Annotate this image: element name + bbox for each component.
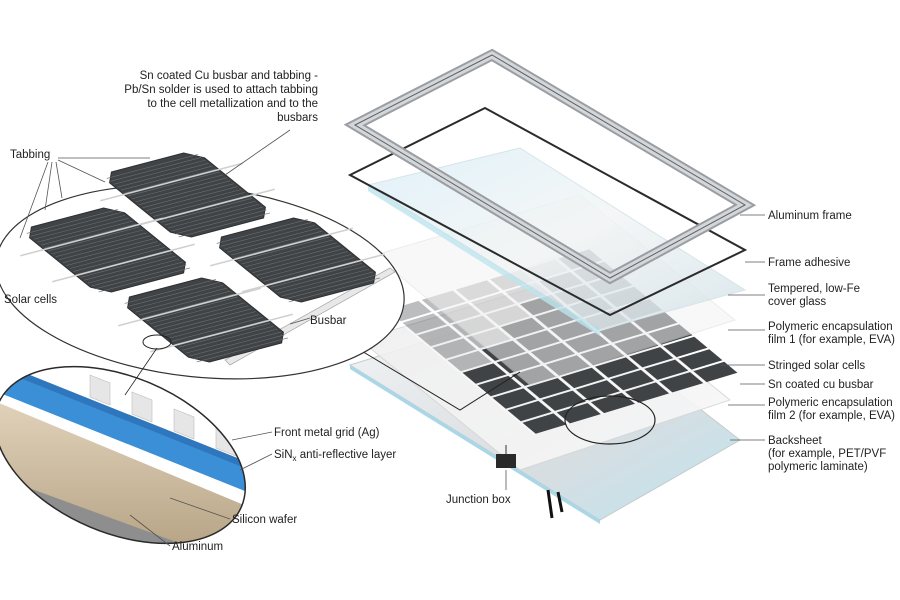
backsheet-label-3: polymeric laminate) <box>768 461 868 473</box>
module-cell <box>556 403 601 424</box>
grid-finger <box>300 460 320 490</box>
module-cell <box>526 378 571 399</box>
module-cell <box>595 357 640 378</box>
module-cell <box>560 367 605 389</box>
tabbing-note-line-1: Sn coated Cu busbar and tabbing - <box>140 70 319 82</box>
grid-finger <box>89 374 111 406</box>
cover-glass-label-1: Tempered, low-Fe <box>768 283 860 295</box>
tabbing-ribbon <box>52 243 195 283</box>
encap2-label-2: film 2 (for example, EVA) <box>768 410 895 422</box>
labels: Sn coated Cu busbar and tabbing - Pb/Sn … <box>4 70 895 553</box>
module-cell <box>402 313 447 334</box>
module-cell <box>610 369 655 391</box>
zoom-solar-cell <box>109 152 266 238</box>
tabbing-label: Tabbing <box>10 149 50 161</box>
module-cell <box>693 361 738 383</box>
module-cell <box>644 359 689 380</box>
module-cell <box>541 390 586 411</box>
backsheet-label-2: (for example, PET/PVF <box>768 448 886 460</box>
tabbing-ribbon <box>20 217 163 257</box>
module-cell <box>447 350 492 372</box>
junction-box <box>359 349 564 519</box>
encap1-label-2: film 1 (for example, EVA) <box>768 334 895 346</box>
module-cell <box>477 375 522 397</box>
encap2-label-1: Polymeric encapsulation <box>768 397 893 409</box>
grid-finger <box>173 408 195 440</box>
frame-adhesive-label: Frame adhesive <box>768 257 850 269</box>
backsheet-label-1: Backsheet <box>768 435 823 447</box>
module-cell <box>629 347 674 368</box>
module-cell <box>575 380 620 401</box>
tabbing-note-line-4: busbars <box>277 112 318 124</box>
tabbing-ribbon <box>210 227 353 267</box>
sn-busbar-label: Sn coated cu busbar <box>768 379 874 391</box>
tabbing-ribbon <box>118 287 261 327</box>
tabbing-ribbon <box>150 313 293 353</box>
aluminum-frame-label: Aluminum frame <box>768 210 852 222</box>
junction-box-label: Junction box <box>446 494 511 506</box>
zoom-solar-cell <box>219 217 376 303</box>
frame-adhesive-layer <box>347 106 748 317</box>
module-cell <box>678 349 723 370</box>
sinx-label: SiNx anti-reflective layer <box>274 449 396 463</box>
zoom-solar-cell <box>29 207 186 293</box>
silicon-wafer-label: Silicon wafer <box>232 514 297 526</box>
busbar-label: Busbar <box>310 315 347 327</box>
tabbing-ribbon <box>242 253 385 293</box>
aluminum-label: Aluminum <box>172 541 223 553</box>
solar-cells-label: Solar cells <box>4 294 57 306</box>
aluminum-frame-layer <box>343 48 757 285</box>
module-cell <box>432 338 477 359</box>
sinx-layer <box>0 360 272 505</box>
leader-lines <box>19 129 765 547</box>
cover-glass-label-2: cover glass <box>768 296 826 308</box>
module-cell <box>663 336 708 358</box>
zoom-solar-cell <box>127 277 284 363</box>
tabbing-ribbon <box>100 162 243 202</box>
module-cell <box>507 400 552 422</box>
tabbing-note-line-3: to the cell metallization and to the <box>147 98 318 110</box>
module-cell <box>462 363 507 384</box>
grid-finger <box>131 391 153 423</box>
module-cell <box>417 325 462 347</box>
module-cell <box>522 413 567 434</box>
encap1-label-1: Polymeric encapsulation <box>768 321 893 333</box>
module-cell <box>492 388 537 409</box>
module-detail-oval <box>564 395 656 445</box>
stringed-cells-label: Stringed solar cells <box>768 360 865 372</box>
front-grid-label: Front metal grid (Ag) <box>274 427 380 439</box>
module-stack <box>343 48 757 524</box>
module-cell <box>590 392 635 414</box>
tabbing-note-line-2: Pb/Sn solder is used to attach tabbing <box>124 84 318 96</box>
module-cell <box>625 382 670 403</box>
module-cell <box>659 372 704 393</box>
cell-zoom-view <box>0 152 405 380</box>
